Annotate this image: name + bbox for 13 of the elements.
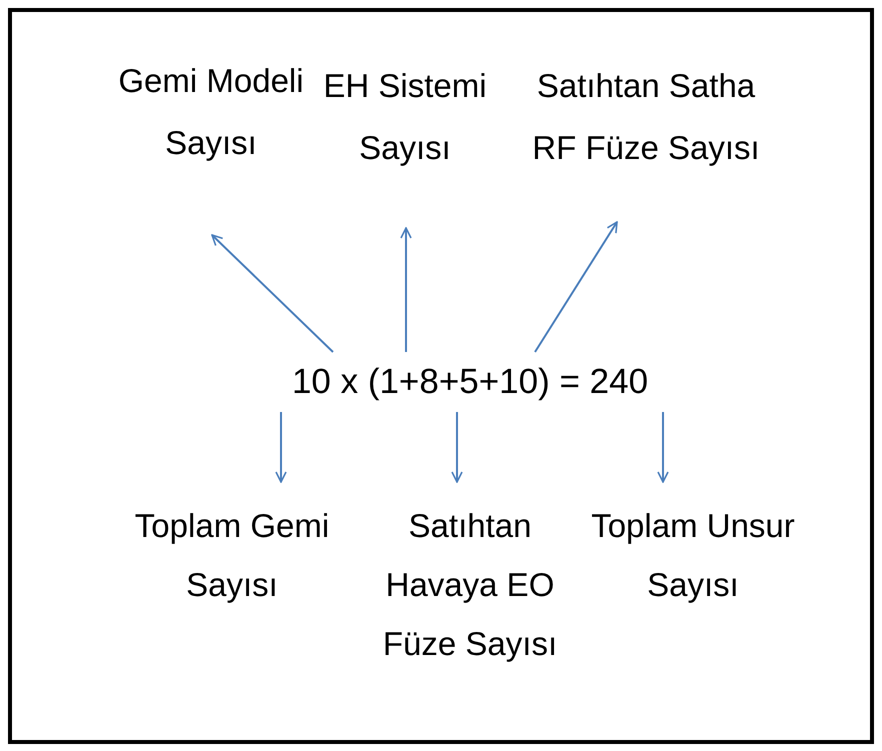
arrow [400, 227, 412, 352]
arrow [275, 412, 287, 483]
node-label: Satıhtan Havaya EO Füze Sayısı [382, 506, 558, 664]
node-label: Gemi Modeli Sayısı [117, 61, 305, 163]
node-label: EH Sistemi Sayısı [322, 66, 488, 168]
arrow [534, 221, 618, 353]
arrow [451, 412, 463, 483]
node-label: Satıhtan Satha RF Füze Sayısı [531, 66, 761, 168]
arrow [657, 412, 669, 483]
formula-text: 10 x (1+8+5+10) = 240 [292, 360, 648, 403]
node-label: Toplam Unsur Sayısı [590, 506, 796, 605]
arrow [211, 234, 334, 353]
node-label: Toplam Gemi Sayısı [134, 506, 330, 605]
